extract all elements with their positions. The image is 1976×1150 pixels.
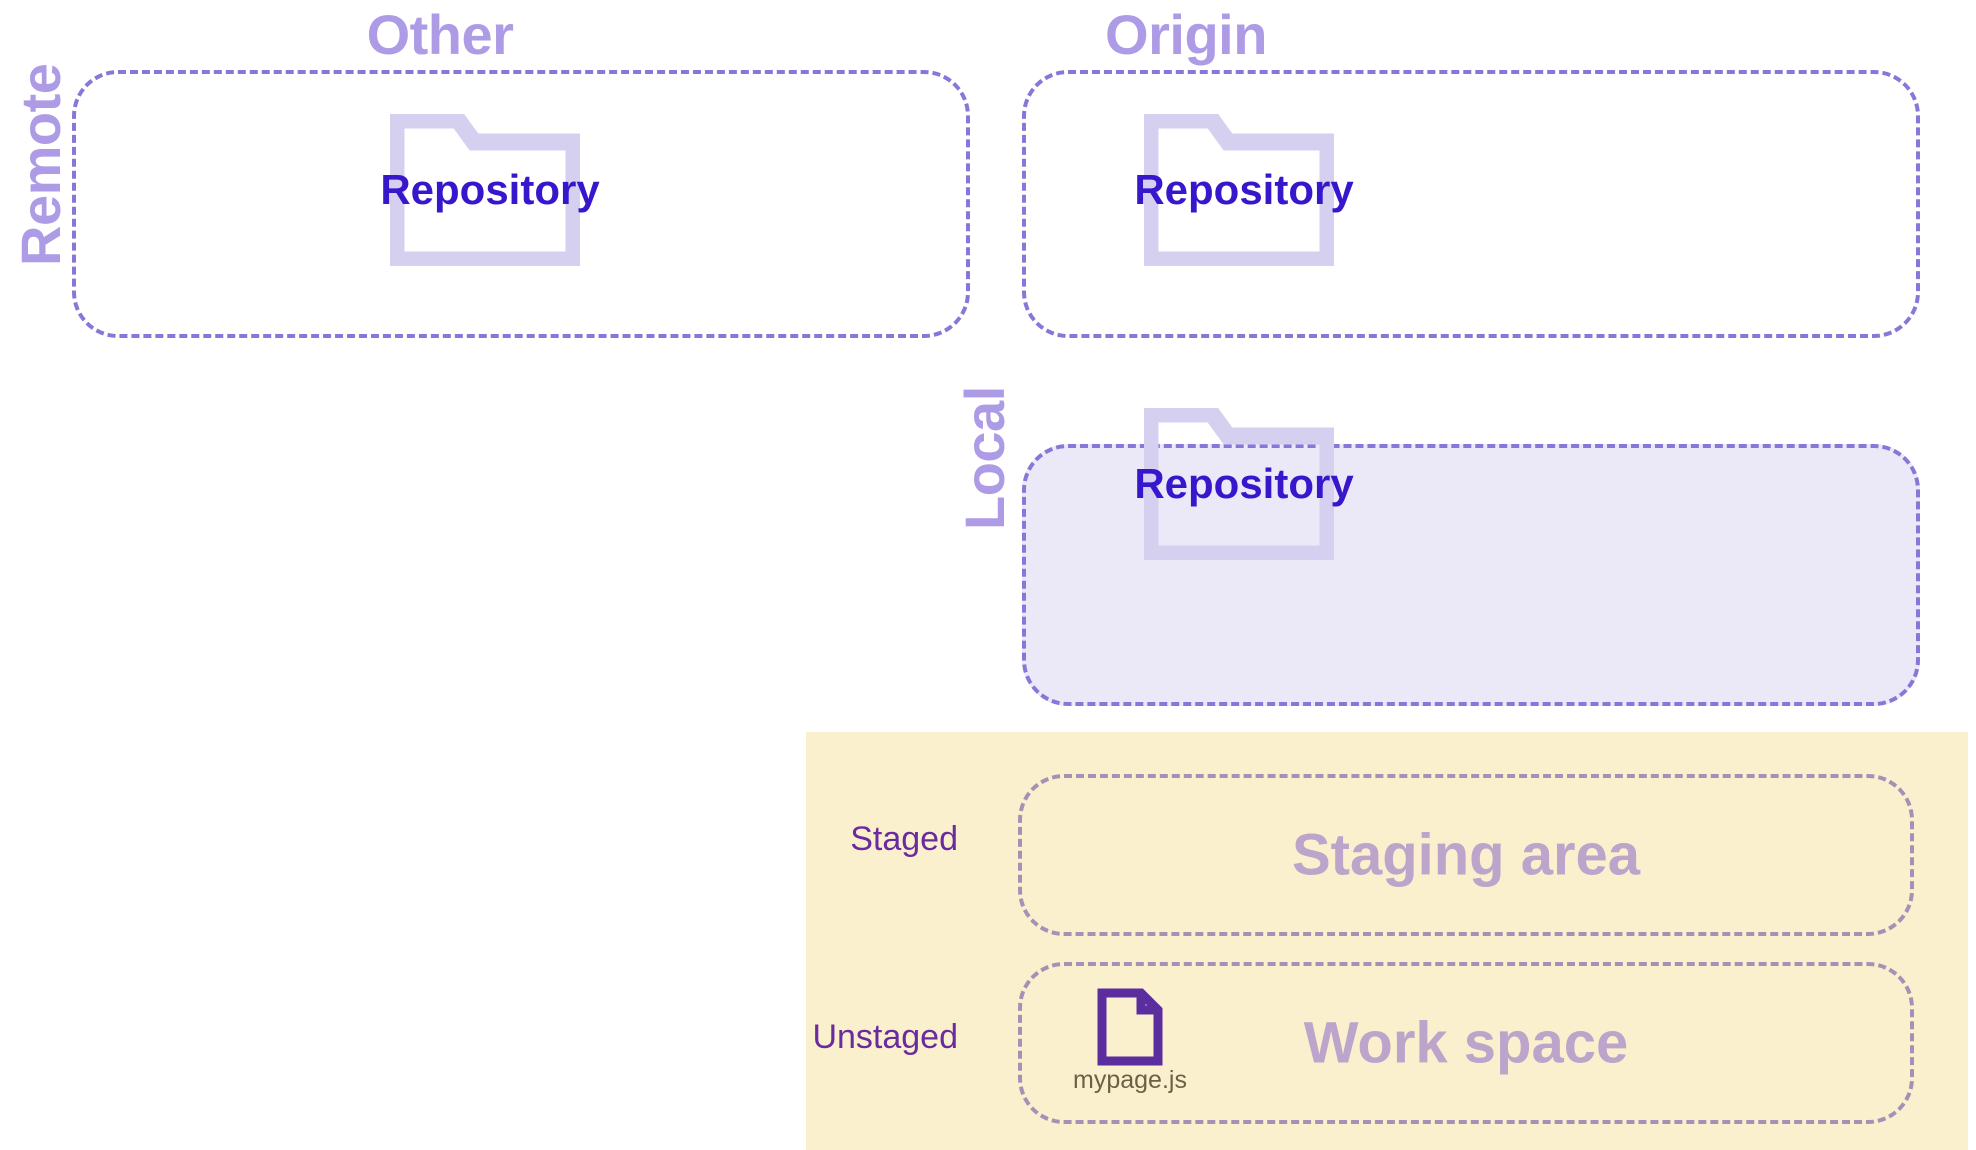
folder-icon [1144,408,1334,560]
folder-icon [390,114,580,266]
zone-title-other: Other [366,3,514,66]
staging-area-box[interactable]: Staging area [1018,774,1914,936]
repository-label: Repository [1134,166,1354,213]
local-repository-box[interactable] [1022,444,1920,706]
row-label-unstaged: Unstaged [812,1018,958,1056]
local-repository[interactable]: Repository [1094,408,1394,588]
folder-icon [1144,114,1334,266]
work-space-box[interactable]: Work space [1018,962,1914,1124]
row-label-staged: Staged [850,820,958,858]
remote-origin-repository[interactable]: Repository [1094,114,1394,294]
remote-other-repository[interactable]: Repository [340,114,640,294]
side-label-local: Local [953,386,1016,530]
remote-origin-box[interactable] [1022,70,1920,338]
file-icon [1097,988,1163,1066]
zone-title-origin: Origin [1105,3,1267,66]
workzone-panel [806,732,1968,1150]
repository-label: Repository [1134,460,1354,507]
staging-area-title: Staging area [1291,822,1641,888]
file-name-label: mypage.js [1073,1066,1187,1094]
work-space-title: Work space [1303,1010,1629,1076]
remote-other-box[interactable] [72,70,970,338]
side-label-remote: Remote [9,63,72,266]
file-chip-mypage[interactable]: mypage.js [1068,988,1192,1095]
repository-label: Repository [380,166,600,213]
